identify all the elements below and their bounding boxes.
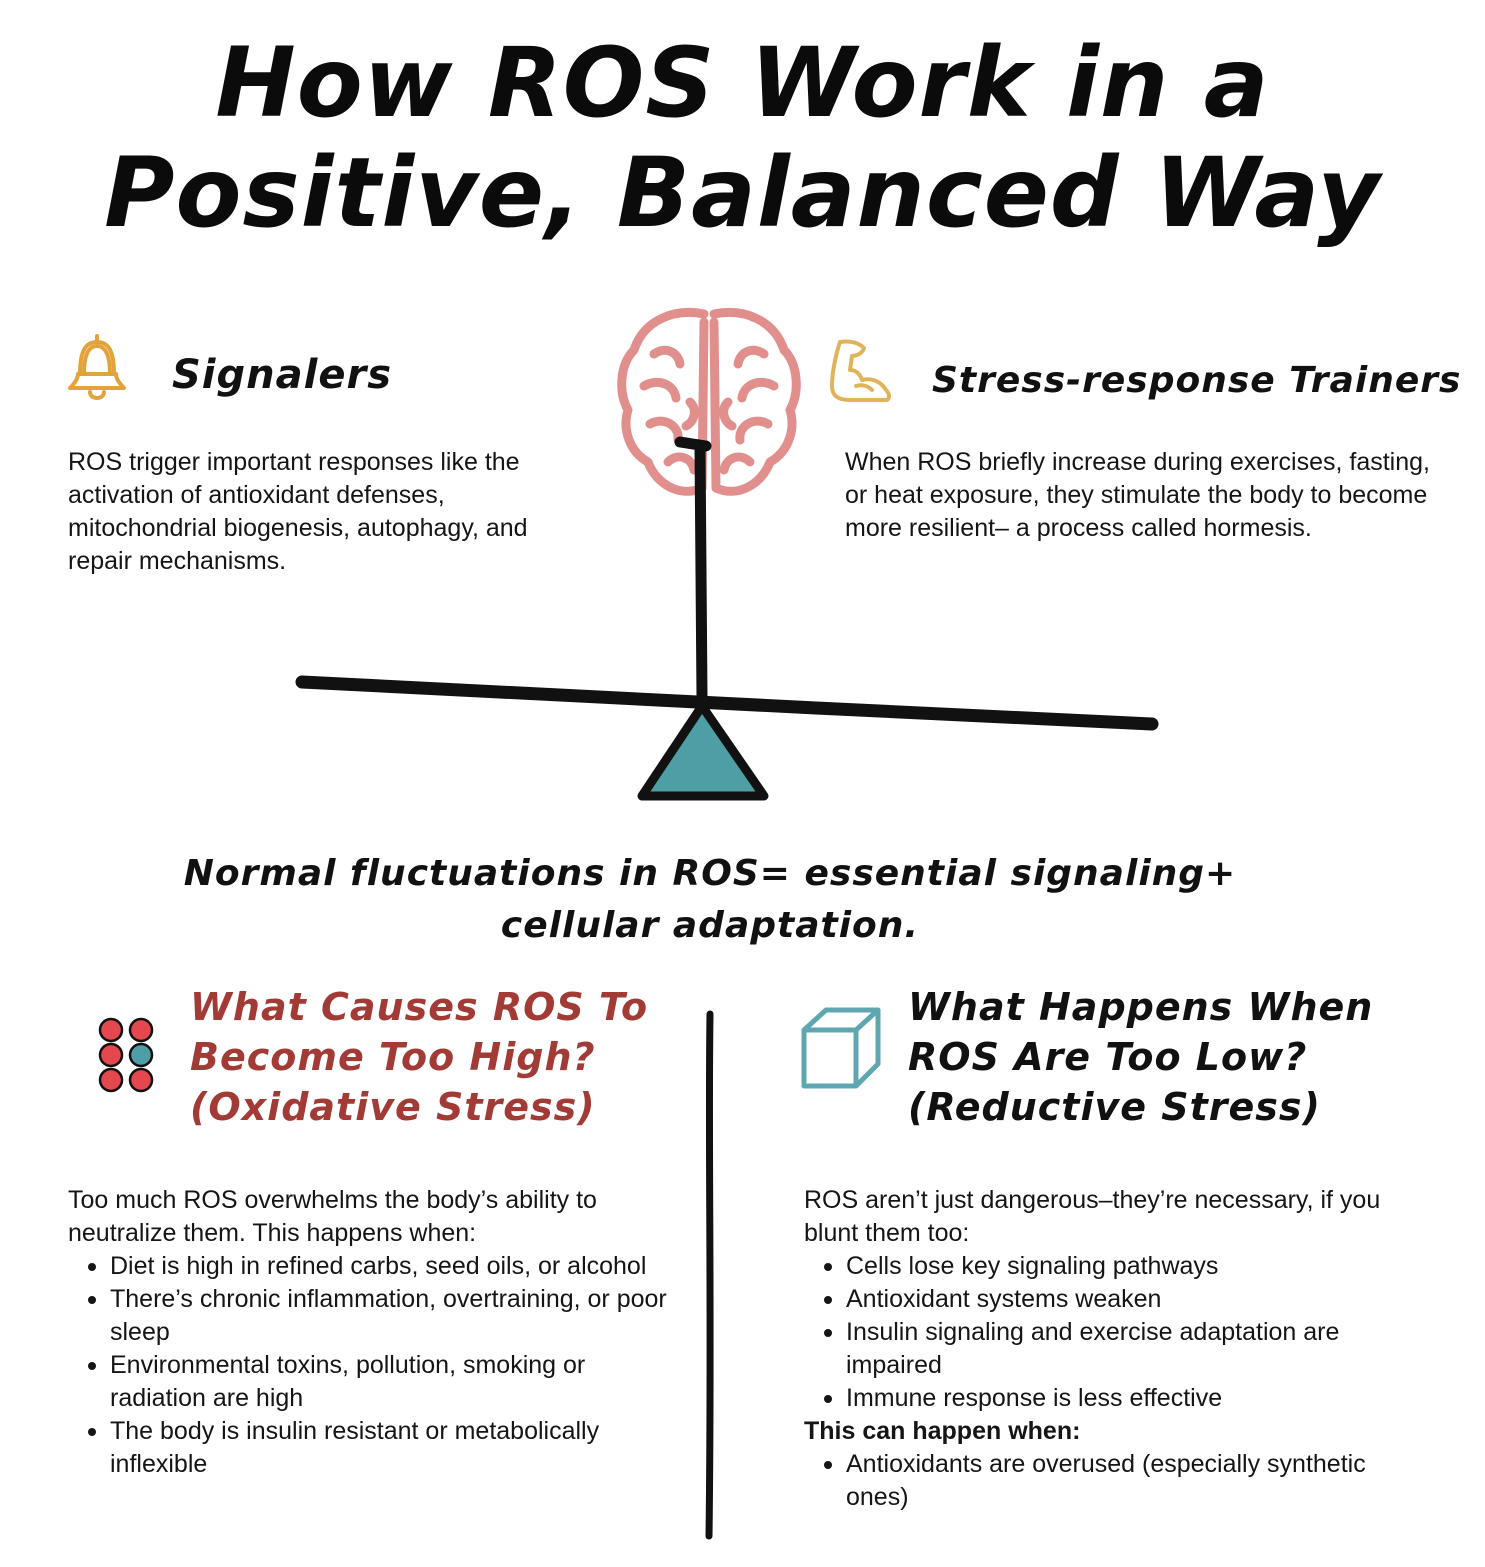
bell-icon	[68, 334, 126, 400]
molecule-dots-icon	[98, 1017, 154, 1093]
low-title-line-3: (Reductive Stress)	[908, 1085, 1321, 1129]
high-title-line-3: (Oxidative Stress)	[190, 1085, 596, 1129]
scale-pole	[674, 436, 712, 704]
low-bullet-list: Cells lose key signaling pathways Antiox…	[820, 1250, 1424, 1415]
flexed-bicep-icon	[830, 339, 891, 402]
scale-fulcrum	[637, 701, 769, 801]
high-bullet-list: Diet is high in refined carbs, seed oils…	[84, 1250, 678, 1481]
low-title-line-2: ROS Are Too Low?	[908, 1035, 1308, 1079]
title-line-1: How ROS Work in a	[215, 27, 1270, 139]
low-intro: ROS aren’t just dangerous–they’re necess…	[804, 1186, 1381, 1247]
scale-beam	[295, 675, 1159, 731]
signalers-body: ROS trigger important responses like the…	[68, 448, 528, 575]
low-ros-title: What Happens When ROS Are Too Low? (Redu…	[908, 982, 1373, 1132]
low-subhead: This can happen when:	[804, 1417, 1081, 1445]
page-title: How ROS Work in a Positive, Balanced Way	[0, 28, 1485, 248]
low-title-line-1: What Happens When	[908, 985, 1374, 1029]
normal-note-line-2: cellular adaptation.	[500, 905, 920, 946]
signalers-title: Signalers	[172, 352, 392, 398]
list-item: Antioxidant systems weaken	[820, 1283, 1424, 1316]
column-divider	[705, 1010, 714, 1540]
low-ros-body: ROS aren’t just dangerous–they’re necess…	[804, 1184, 1424, 1514]
list-item: The body is insulin resistant or metabol…	[84, 1415, 678, 1481]
normal-note-line-1: Normal fluctuations in ROS= essential si…	[183, 853, 1237, 894]
list-item: There’s chronic inflammation, overtraini…	[84, 1283, 678, 1349]
title-line-2: Positive, Balanced Way	[104, 137, 1381, 249]
high-intro: Too much ROS overwhelms the body’s abili…	[68, 1186, 597, 1247]
cube-icon	[801, 1007, 881, 1089]
normal-fluctuations-note: Normal fluctuations in ROS= essential si…	[140, 848, 1280, 952]
trainers-title: Stress-response Trainers	[932, 360, 1462, 401]
low-bullet-list-2: Antioxidants are overused (especially sy…	[820, 1448, 1424, 1514]
list-item: Insulin signaling and exercise adaptatio…	[820, 1316, 1424, 1382]
high-title-line-1: What Causes ROS To	[190, 985, 649, 1029]
high-title-line-2: Become Too High?	[190, 1035, 596, 1079]
list-item: Environmental toxins, pollution, smoking…	[84, 1349, 678, 1415]
list-item: Antioxidants are overused (especially sy…	[820, 1448, 1424, 1514]
balance-scale	[295, 436, 1159, 801]
list-item: Immune response is less effective	[820, 1382, 1424, 1415]
list-item: Cells lose key signaling pathways	[820, 1250, 1424, 1283]
trainers-body: When ROS briefly increase during exercis…	[845, 448, 1430, 542]
high-ros-body: Too much ROS overwhelms the body’s abili…	[68, 1184, 678, 1481]
brain-icon	[617, 308, 801, 496]
high-ros-title: What Causes ROS To Become Too High? (Oxi…	[190, 982, 648, 1132]
list-item: Diet is high in refined carbs, seed oils…	[84, 1250, 678, 1283]
